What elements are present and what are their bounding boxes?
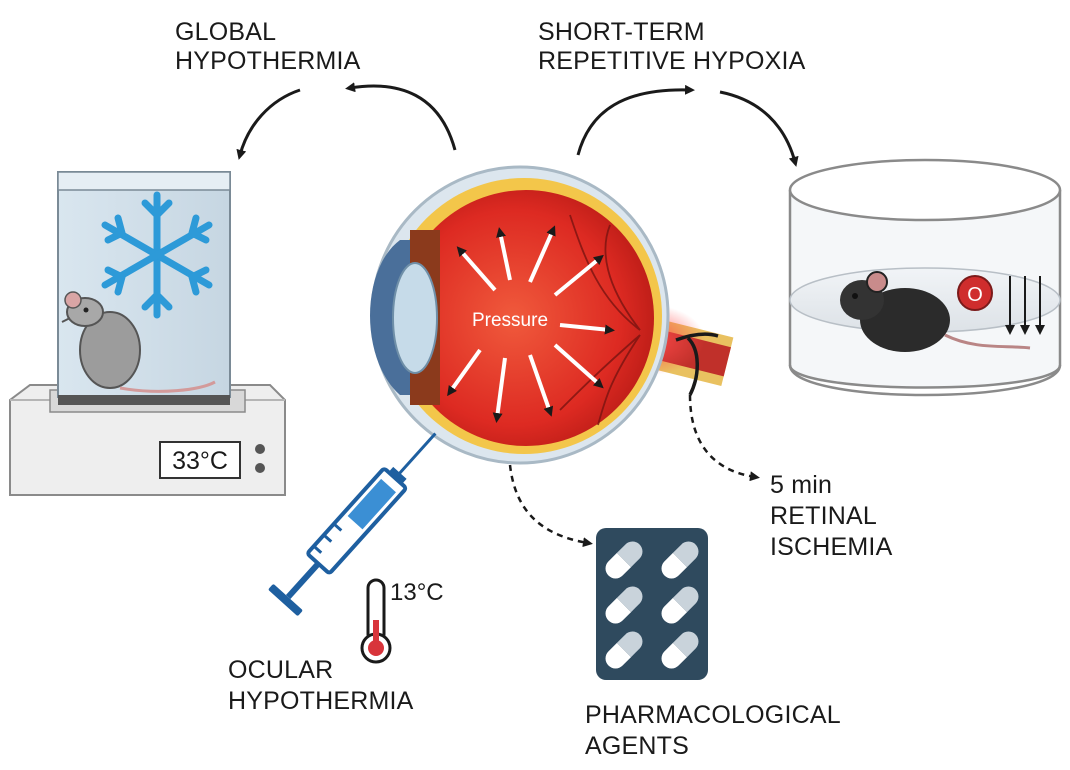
label-line: GLOBAL: [175, 18, 277, 46]
mouse-icon: [61, 291, 216, 393]
capsule-icon: [661, 541, 699, 579]
label-line: ISCHEMIA: [770, 533, 893, 561]
label-line: PHARMACOLOGICAL: [585, 701, 841, 729]
label-line: HYPOTHERMIA: [228, 687, 414, 715]
label-line: REPETITIVE HYPOXIA: [538, 47, 806, 75]
capsule-icon: [605, 586, 643, 624]
display-temperature: 33°C: [172, 447, 228, 475]
short-term-hypoxia-label: SHORT-TERM REPETITIVE HYPOXIA: [538, 18, 806, 76]
capsule-icon: [605, 541, 643, 579]
capsule-icon: [661, 631, 699, 669]
thermometer-temperature: 13°C: [390, 579, 444, 606]
thermometer-icon: [360, 578, 392, 664]
syringe-icon: [268, 432, 437, 616]
pill-box-icon: [596, 528, 708, 680]
ischemia-dashed-arrow: [688, 394, 760, 482]
retinal-ischemia-label: 5 min RETINAL ISCHEMIA: [770, 470, 892, 563]
lens: [392, 262, 438, 374]
temperature-display: [159, 441, 241, 479]
oxygen-down-arrows: [1005, 276, 1045, 335]
hypoxia-arrows: [576, 84, 799, 167]
label-line: HYPOTHERMIA: [175, 47, 361, 75]
knob-bottom: [255, 463, 265, 473]
global-hypothermia-label: GLOBAL HYPOTHERMIA: [175, 18, 361, 76]
pressure-label: Pressure: [472, 310, 548, 331]
capsule-icon: [661, 586, 699, 624]
pharmacological-agents-label: PHARMACOLOGICAL AGENTS: [585, 700, 841, 762]
label-line: OCULAR: [228, 656, 334, 684]
oxygen-symbol: O: [967, 284, 983, 306]
knob-top: [255, 444, 265, 454]
pressure-arrows: [447, 225, 615, 423]
ocular-hypothermia-label: OCULAR HYPOTHERMIA: [228, 655, 414, 717]
incubator: 33°C: [9, 171, 286, 496]
label-line: RETINAL: [770, 502, 877, 530]
label-line: AGENTS: [585, 732, 689, 760]
oxygen-icon: [957, 275, 993, 311]
label-line: SHORT-TERM: [538, 18, 705, 46]
black-mouse-icon: [840, 271, 1031, 352]
eyeball: Pressure: [370, 165, 734, 465]
hypoxia-chamber: O: [788, 158, 1062, 397]
capsule-icon: [605, 631, 643, 669]
pharmacological-dashed-arrow: [508, 464, 593, 548]
snowflake-icon: [101, 191, 213, 319]
label-line: 5 min: [770, 471, 833, 499]
global-hypothermia-arrows: [236, 82, 457, 160]
